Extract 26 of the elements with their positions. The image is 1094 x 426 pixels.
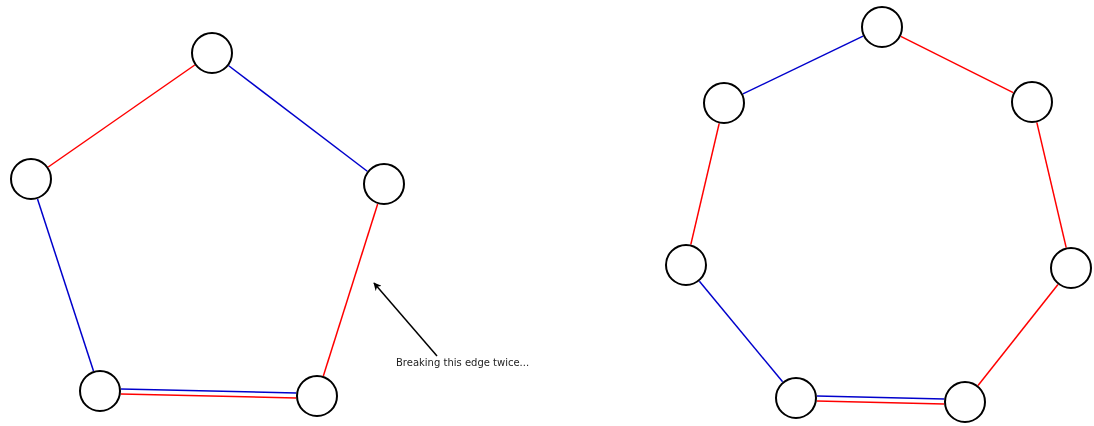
graph-edge: [690, 122, 720, 246]
graph-edge: [322, 203, 379, 377]
graph-vertex: [363, 163, 405, 205]
graph-edge: [36, 198, 95, 372]
arrow: [373, 282, 438, 357]
graph-edge: [816, 400, 945, 405]
graph-vertex: [296, 375, 338, 417]
graph-vertex: [191, 32, 233, 74]
graph-edge: [977, 283, 1059, 387]
graph-vertex: [1011, 81, 1053, 123]
graph-edge: [1036, 121, 1067, 249]
graph-vertex: [10, 158, 52, 200]
graph-vertex: [1050, 247, 1092, 289]
graph-vertex: [861, 6, 903, 48]
graph-vertex: [703, 82, 745, 124]
graph-vertex: [79, 370, 121, 412]
graph-edge: [698, 280, 784, 383]
graph-vertex: [944, 381, 986, 423]
annotation-text: Breaking this edge twice...: [396, 357, 530, 368]
graph-edge: [816, 395, 945, 400]
graph-edge: [120, 393, 297, 399]
graph-edge: [120, 388, 297, 394]
graph-vertex: [775, 377, 817, 419]
graph-edge: [227, 64, 369, 173]
graph-vertex: [665, 244, 707, 286]
graph-edge: [47, 64, 196, 168]
